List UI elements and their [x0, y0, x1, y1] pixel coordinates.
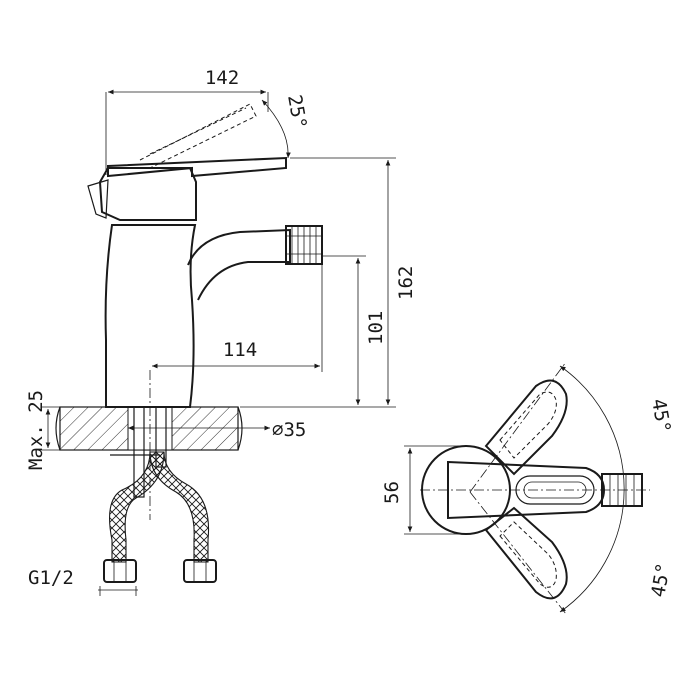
- upper-lever-position: [484, 379, 568, 476]
- dim-35-text: ⌀35: [272, 419, 306, 441]
- lower-lever-position: [484, 506, 568, 600]
- dim-lever-angle: 25°: [261, 93, 311, 159]
- dim-114-text: 114: [223, 339, 257, 361]
- swing-upper-text: 45°: [647, 397, 675, 435]
- dim-max-25: Max. 25: [25, 390, 60, 470]
- dim-101: 101: [322, 255, 387, 405]
- dim-thread: G1/2: [28, 567, 138, 596]
- dim-56-text: 56: [381, 481, 403, 504]
- dim-142-text: 142: [205, 67, 239, 89]
- countertop: [55, 406, 243, 451]
- dim-lever-angle-text: 25°: [283, 93, 311, 131]
- aerator-knurl: [286, 226, 322, 264]
- swing-arc: [559, 365, 625, 613]
- swing-lower-text: 45°: [647, 561, 675, 599]
- dim-162: 162: [240, 157, 417, 408]
- supply-hoses: [103, 406, 217, 583]
- dim-35: ⌀35: [128, 419, 306, 441]
- faucet-body: [87, 103, 323, 408]
- dim-max-25-text: Max. 25: [25, 390, 47, 470]
- top-view: 56 45° 45°: [381, 361, 675, 615]
- dim-thread-text: G1/2: [28, 567, 74, 589]
- dim-101-text: 101: [365, 311, 387, 345]
- dim-142: 142: [105, 67, 269, 175]
- dim-162-text: 162: [395, 266, 417, 300]
- side-view: 142 25° 162 101 114 ⌀35: [25, 67, 417, 596]
- dim-56: 56: [381, 445, 462, 535]
- dim-114: 114: [152, 264, 323, 372]
